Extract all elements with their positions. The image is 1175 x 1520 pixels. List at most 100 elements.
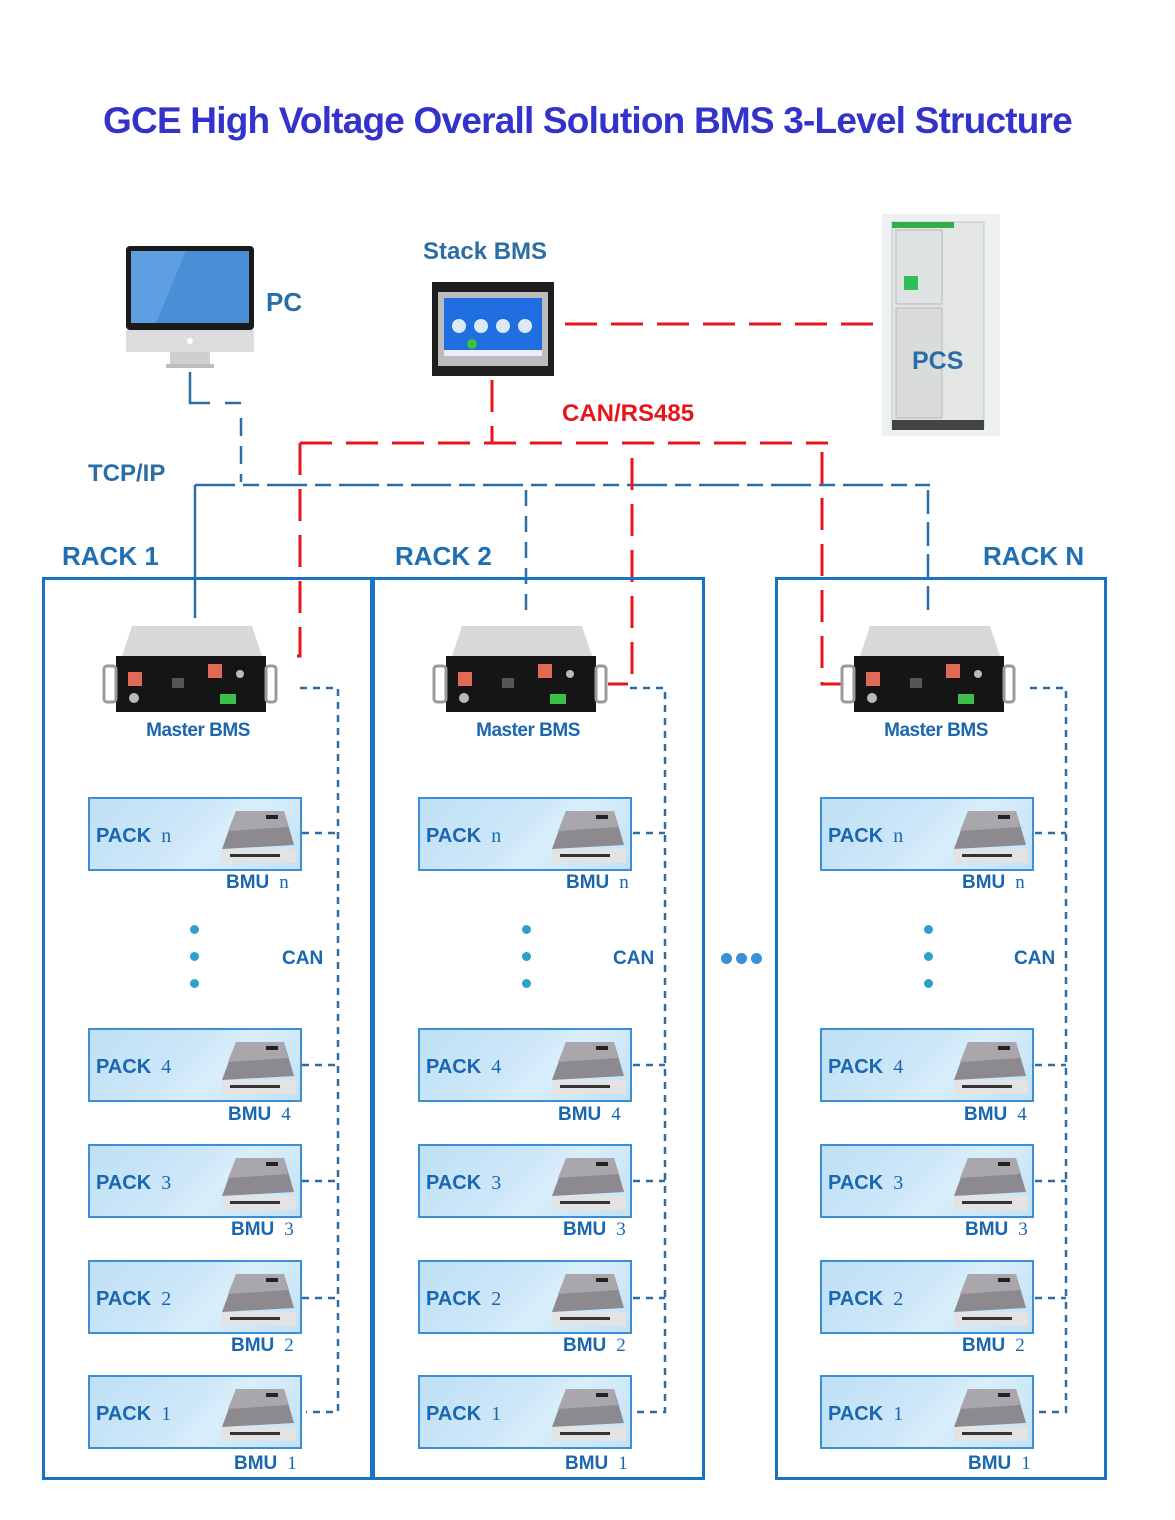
ellipsis-dot <box>721 953 732 964</box>
pack-text: PACK <box>426 825 482 847</box>
ellipsis-dot <box>924 952 933 961</box>
ellipsis-dot <box>190 979 199 988</box>
rack-can-bus-lines <box>300 686 1068 1414</box>
bmu-number: 3 <box>616 1219 626 1240</box>
ellipsis-dot <box>751 953 762 964</box>
pack-text: PACK <box>828 1172 884 1194</box>
pack-number: 4 <box>893 1056 904 1078</box>
pack-number: 4 <box>161 1056 172 1078</box>
rack-container <box>372 577 705 1480</box>
pack-number: n <box>893 825 904 847</box>
pack-text: PACK <box>426 1288 482 1310</box>
bmu-number: n <box>619 872 629 893</box>
bmu-number: 3 <box>284 1219 294 1240</box>
master-bms-label: Master BMS <box>146 720 250 741</box>
bmu-number: n <box>279 872 289 893</box>
pack-number: 3 <box>161 1172 172 1194</box>
pack-text: PACK <box>96 825 152 847</box>
pack-text: PACK <box>828 1403 884 1425</box>
bmu-label: BMU 3 <box>231 1219 294 1241</box>
rack-title: RACK 1 <box>62 541 159 571</box>
rack-container <box>775 577 1107 1480</box>
tcpip-network-lines <box>188 372 930 618</box>
ellipsis-dot <box>190 925 199 934</box>
diagram-title: GCE High Voltage Overall Solution BMS 3-… <box>103 100 1073 141</box>
bmu-text: BMU <box>964 1104 1008 1125</box>
can-bus-label: CAN <box>282 948 324 969</box>
bmu-number: 2 <box>616 1335 626 1356</box>
can-bus-label: CAN <box>613 948 655 969</box>
pack-label: PACK 4 <box>828 1056 903 1079</box>
pack-box: PACK 4 <box>88 1028 302 1102</box>
bmu-text: BMU <box>226 872 270 893</box>
pack-box: PACK 4 <box>820 1028 1034 1102</box>
bmu-module-icon <box>222 811 296 863</box>
master-bms-label: Master BMS <box>884 720 988 741</box>
pack-text: PACK <box>426 1172 482 1194</box>
bmu-text: BMU <box>231 1335 275 1356</box>
pack-label: PACK 3 <box>426 1172 501 1195</box>
rack-bms-unit-icon <box>432 622 608 723</box>
rack-title: RACK 2 <box>395 541 492 571</box>
pack-label: PACK 4 <box>96 1056 171 1079</box>
touch-panel-icon <box>432 282 556 383</box>
ellipsis-dot <box>736 953 747 964</box>
pack-text: PACK <box>828 1288 884 1310</box>
pack-number: n <box>161 825 172 847</box>
master-bms-label: Master BMS <box>476 720 580 741</box>
pack-box: PACK 3 <box>418 1144 632 1218</box>
ellipsis-dot <box>924 979 933 988</box>
bmu-label: BMU n <box>226 872 289 894</box>
bmu-number: 3 <box>1018 1219 1028 1240</box>
pack-number: 1 <box>893 1403 904 1425</box>
bmu-number: 1 <box>287 1453 297 1474</box>
bmu-label: BMU 3 <box>563 1219 626 1241</box>
bmu-module-icon <box>954 1274 1028 1326</box>
bmu-module-icon <box>222 1158 296 1210</box>
bmu-number: 2 <box>1015 1335 1025 1356</box>
pack-text: PACK <box>426 1403 482 1425</box>
bmu-module-icon <box>552 1389 626 1441</box>
ellipsis-dot <box>522 925 531 934</box>
bmu-number: 2 <box>284 1335 294 1356</box>
ellipsis-dot <box>190 952 199 961</box>
pack-text: PACK <box>828 1056 884 1078</box>
bmu-module-icon <box>222 1042 296 1094</box>
bmu-module-icon <box>552 811 626 863</box>
bmu-number: n <box>1015 872 1025 893</box>
bmu-text: BMU <box>563 1219 607 1240</box>
pack-number: 3 <box>491 1172 502 1194</box>
ellipsis-dot <box>522 979 531 988</box>
pc-label: PC <box>266 287 303 317</box>
pack-number: 4 <box>491 1056 502 1078</box>
bmu-text: BMU <box>563 1335 607 1356</box>
pcs-label: PCS <box>912 347 964 375</box>
cabinet-icon <box>882 214 1000 441</box>
bmu-text: BMU <box>962 1335 1006 1356</box>
pack-text: PACK <box>96 1056 152 1078</box>
pc-icon <box>126 246 256 377</box>
bmu-text: BMU <box>231 1219 275 1240</box>
bmu-module-icon <box>552 1158 626 1210</box>
bmu-text: BMU <box>565 1453 609 1474</box>
bmu-module-icon <box>552 1042 626 1094</box>
bmu-number: 4 <box>611 1104 621 1125</box>
